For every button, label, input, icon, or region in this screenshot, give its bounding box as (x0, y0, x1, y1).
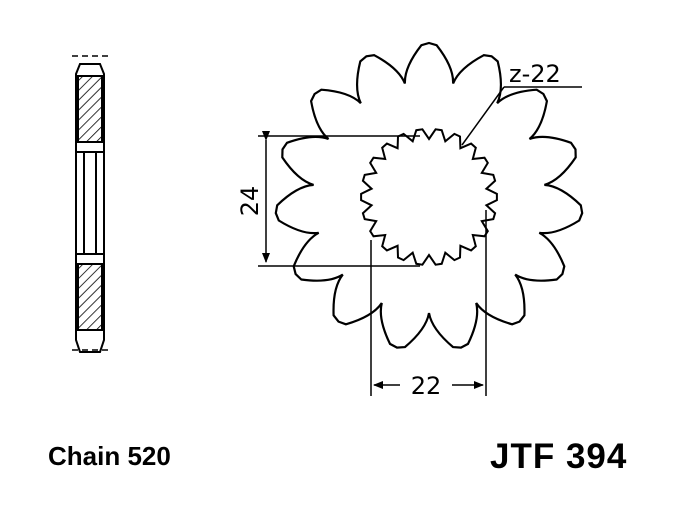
profile-hatch-top (77, 75, 103, 143)
profile-outline (75, 63, 105, 353)
spline-dimension-label: 22 (411, 372, 442, 400)
sprocket-front-view (274, 41, 584, 349)
chain-size-label: Chain 520 (48, 441, 171, 471)
sprocket-outer-teeth (274, 41, 584, 349)
side-profile-view (72, 55, 112, 353)
part-number-label: JTF 394 (490, 437, 628, 476)
tooth-count-leader (461, 86, 582, 146)
spline-dimension (370, 210, 487, 396)
bore-dimension-label: 24 (236, 186, 264, 217)
sprocket-spline-teeth (360, 128, 498, 266)
leader-line (461, 86, 505, 146)
profile-hatch-bottom (77, 263, 103, 331)
bore-dimension (258, 131, 420, 267)
tooth-count-label: z-22 (509, 60, 561, 88)
